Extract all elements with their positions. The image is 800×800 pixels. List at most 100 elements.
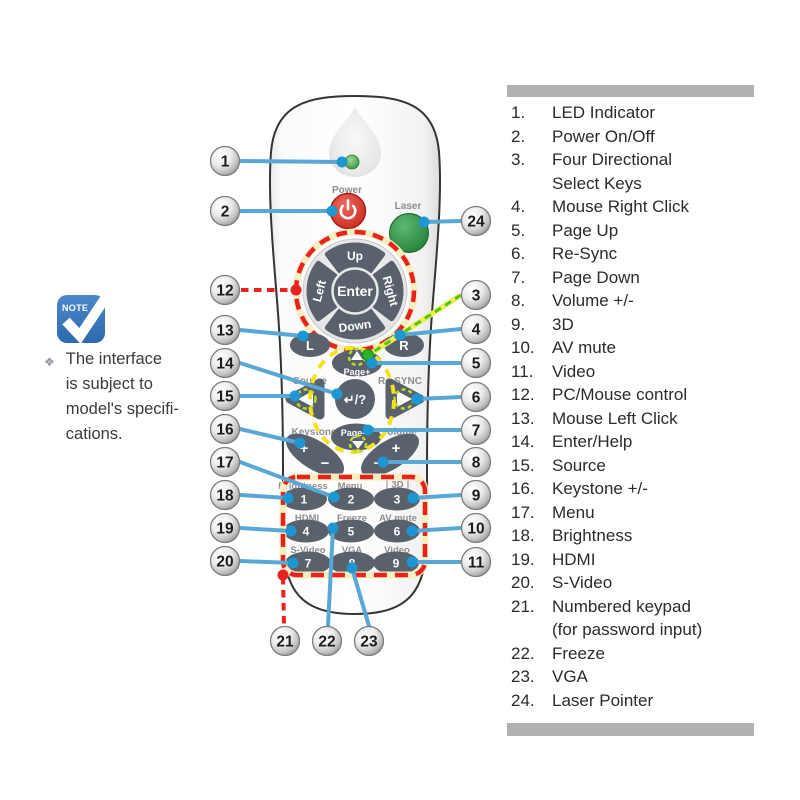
legend-label: 3D [552,314,574,334]
callout-9: 9 [460,479,492,511]
legend-num: 17. [511,502,535,522]
legend-item: 1. LED Indicator [511,101,766,125]
left-key-label: Left [310,279,329,304]
svg-text:19: 19 [216,521,234,538]
checkmark-icon [62,285,117,345]
callout-22: 22 [311,625,343,657]
resync-label: Re-SYNC [378,376,422,387]
svg-text:1: 1 [221,154,230,171]
legend-num: 2. [511,126,526,146]
svg-text:10: 10 [467,521,484,538]
note-line: is subject to [65,375,153,393]
keystone-minus: − [321,455,330,472]
legend-num: 18. [511,526,535,545]
legend-num: 23. [511,667,535,686]
legend-label: LED Indicator [552,103,655,122]
keypad-button-5 [328,519,374,543]
enter-button [331,267,379,315]
svg-text:6: 6 [472,390,481,407]
svg-text:9: 9 [393,557,400,571]
callout-1: 1 [209,145,241,177]
svg-text:24: 24 [467,214,485,231]
legend-list: 1. LED Indicator 2. Power On/Off 3.Four Di… [511,101,766,712]
laser-label: Laser [395,201,422,212]
legend-item: 7.Page Down [511,266,766,290]
legend-item: 16.Keystone +/- [511,477,766,501]
legend-label: Re-Sync [552,244,618,263]
menu-label: Menu [338,481,363,492]
callout-3: 3 [460,279,492,311]
dir-key-ring-down [348,434,368,454]
svg-text:17: 17 [216,455,233,472]
enter-button-label: Enter [337,283,373,299]
legend-num: 9. [511,314,526,334]
up-key [324,242,386,274]
callout-10: 10 [460,512,492,544]
legend-item: 13.Mouse Left Click [511,407,766,431]
callout-4: 4 [460,313,492,345]
legend-num: 11. [511,361,534,381]
callout-23: 23 [353,625,385,657]
legend-item: 4.Mouse Right Click [511,195,766,219]
svg-text:5: 5 [472,356,481,373]
callout-12: 12 [209,274,241,306]
page-up-label: Page+ [344,367,371,377]
legend-label: Menu [552,502,595,522]
legend-label: Laser Pointer [552,690,654,710]
page-down-label: Page- [341,428,366,438]
callout-2: 2 [209,195,241,227]
svg-text:21: 21 [276,634,294,651]
legend-label: VGA [552,667,588,686]
legend-item: 9. 3D [511,313,766,337]
legend-item: 15.Source [511,454,766,478]
svg-text:12: 12 [216,283,233,300]
legend-item: 12.PC/Mouse control [511,383,766,407]
callout-14: 14 [209,347,241,379]
legend-num: 14. [511,432,535,451]
svg-text:23: 23 [360,634,378,651]
directional-pad: Up Down Left Right Enter [292,228,418,354]
callout-6: 6 [460,381,492,413]
keypad-button-7 [285,551,331,575]
legend-num: 24. [511,690,535,710]
note-line: cations. [65,425,123,443]
legend-item: 18.Brightness [511,524,766,548]
callout-5: 5 [460,347,492,379]
svg-text:7: 7 [305,557,312,571]
legend-label: Power On/Off [552,126,655,146]
keypad-button-6 [374,519,420,543]
down-key-label: Down [338,317,372,335]
svg-text:5: 5 [348,525,355,539]
legend-label: Video [552,361,596,381]
enter-help-label: ↵/? [344,392,367,407]
power-label: Power [332,185,362,196]
legend-num: 19. [511,549,535,569]
svg-text:18: 18 [216,488,234,505]
keypad-button-2 [328,487,374,511]
legend-item: 21.Numbered keypad(for password input) [511,595,766,642]
svg-text:1: 1 [301,493,308,507]
svg-text:3: 3 [472,288,481,305]
legend-num: 13. [511,408,535,428]
svg-text:13: 13 [216,323,234,340]
legend-item: 19.HDMI [511,548,766,572]
svg-text:22: 22 [318,634,335,651]
keypad-button-1 [281,487,327,511]
legend-num: 6. [511,244,526,263]
legend-num: 1. [511,103,526,122]
legend-label: Freeze [552,643,605,663]
callout-7: 7 [460,414,492,446]
legend-num: 12. [511,385,535,404]
svg-text:3: 3 [394,493,401,507]
note-text: ❖ The interface is subject to model's sp… [44,347,194,447]
svg-text:14: 14 [216,356,234,373]
callout-11: 11 [460,546,492,578]
right-triangle-icon [397,391,412,407]
legend-label: S-Video [552,573,613,592]
legend-num: 22. [511,643,535,663]
legend-num: 3. [511,150,526,169]
threed-label: 3D [391,480,403,491]
callout-17: 17 [209,446,241,478]
